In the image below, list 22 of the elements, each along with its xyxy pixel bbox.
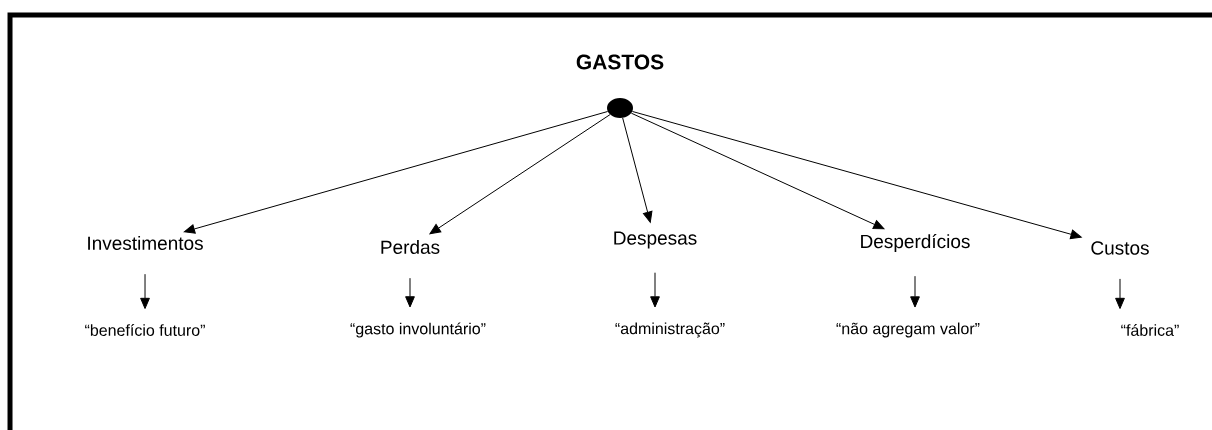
- arrow: [429, 114, 611, 235]
- category-label: Desperdícios: [861, 234, 970, 252]
- arrow: [140, 273, 150, 309]
- category-label: Perdas: [381, 240, 440, 254]
- arrow: [183, 111, 609, 234]
- arrow: [630, 112, 885, 230]
- arrow: [631, 110, 1082, 240]
- title: GASTOS: [576, 54, 664, 70]
- category-label: Investimentos: [88, 236, 203, 250]
- description-label: “administração”: [615, 322, 725, 338]
- arrow: [650, 272, 660, 308]
- arrow: [1115, 278, 1125, 309]
- arrow: [622, 117, 653, 223]
- category-label: Despesas: [614, 231, 697, 249]
- description-label: “não agregam valor”: [836, 322, 980, 338]
- arrow: [405, 277, 415, 308]
- description-label: “fábrica”: [1121, 324, 1179, 336]
- category-label: Custos: [1091, 241, 1149, 255]
- description-label: “benefício futuro”: [85, 324, 205, 336]
- junction-dot: [607, 98, 633, 118]
- description-label: “gasto involuntário”: [350, 322, 486, 338]
- arrow: [910, 275, 920, 308]
